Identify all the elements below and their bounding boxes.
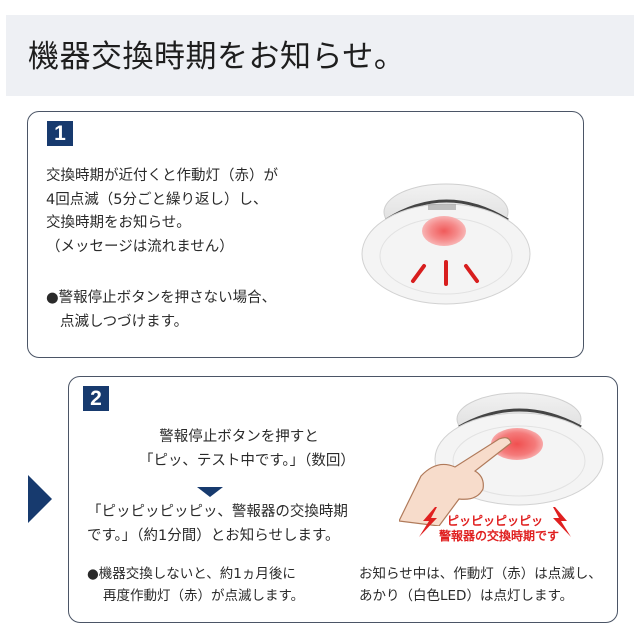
- step-2-note-line: 機器交換しないと、約1ヵ月後に: [98, 566, 296, 582]
- alert-beep-text: ピッピッピッピッ: [446, 514, 543, 528]
- smoke-alarm-icon: [361, 183, 531, 305]
- step-2-status-line: あかり（白色LED）は点灯します。: [359, 588, 574, 604]
- step-2-note-line: 再度作動灯（赤）が点滅します。: [103, 588, 305, 604]
- step-1-description: 交換時期が近付くと作動灯（赤）が 4回点滅（5分ごと繰り返し）し、 交換時期をお…: [46, 165, 278, 259]
- page-title: 機器交換時期をお知らせ。: [28, 39, 406, 75]
- step-1-note-line: 点滅しつづけます。: [60, 313, 189, 330]
- step-2-status-text: お知らせ中は、作動灯（赤）は点滅し、 あかり（白色LED）は点灯します。: [359, 563, 602, 607]
- sound-bolt-left-icon: [419, 507, 437, 537]
- step-2-badge: 2: [83, 386, 109, 411]
- step-1-note-line: 警報停止ボタンを押さない場合、: [58, 290, 277, 306]
- step-1-line: （メッセージは流れません）: [46, 238, 234, 255]
- step-1-line: 交換時期をお知らせ。: [46, 215, 191, 231]
- down-arrow-icon: [197, 487, 223, 497]
- step-1-note: ●警報停止ボタンを押さない場合、 点滅しつづけます。: [46, 287, 276, 334]
- step-2-card: 2 警報停止ボタンを押すと 「ピッ、テスト中です。」（数回） 「ピッピッピッピッ…: [68, 376, 618, 623]
- step-2-line: 警報停止ボタンを押すと: [159, 429, 319, 445]
- step-2-status-line: お知らせ中は、作動灯（赤）は点滅し、: [359, 566, 602, 582]
- bullet-icon: ●: [87, 566, 99, 582]
- smoke-alarm-press-icon: [399, 392, 604, 526]
- step-2-line: です。」（約1分間）とお知らせします。: [87, 527, 340, 544]
- step-1-card: 1 交換時期が近付くと作動灯（赤）が 4回点滅（5分ごと繰り返し）し、 交換時期…: [27, 111, 584, 358]
- step-2-announcement-text: 「ピッピッピッピッ、警報器の交換時期 です。」（約1分間）とお知らせします。: [87, 501, 348, 548]
- step-1-badge: 1: [47, 121, 73, 146]
- step-2-note: ●機器交換しないと、約1ヵ月後に 再度作動灯（赤）が点滅します。: [87, 563, 304, 607]
- next-step-arrow-icon: [28, 475, 52, 523]
- sound-bolt-right-icon: [553, 507, 571, 537]
- step-2-button-press-text: 警報停止ボタンを押すと 「ピッ、テスト中です。」（数回）: [139, 426, 355, 473]
- alert-replace-text: 警報器の交換時期です: [439, 529, 560, 543]
- title-banner: 機器交換時期をお知らせ。: [6, 15, 634, 96]
- alert-message: ピッピッピッピッ 警報器の交換時期です: [439, 514, 560, 544]
- step-2-line: 「ピッ、テスト中です。」（数回）: [139, 452, 355, 469]
- step-1-line: 交換時期が近付くと作動灯（赤）が: [46, 168, 278, 184]
- bullet-icon: ●: [46, 290, 59, 306]
- step-2-line: 「ピッピッピッピッ、警報器の交換時期: [87, 504, 348, 520]
- step-1-line: 4回点滅（5分ごと繰り返し）し、: [46, 191, 268, 208]
